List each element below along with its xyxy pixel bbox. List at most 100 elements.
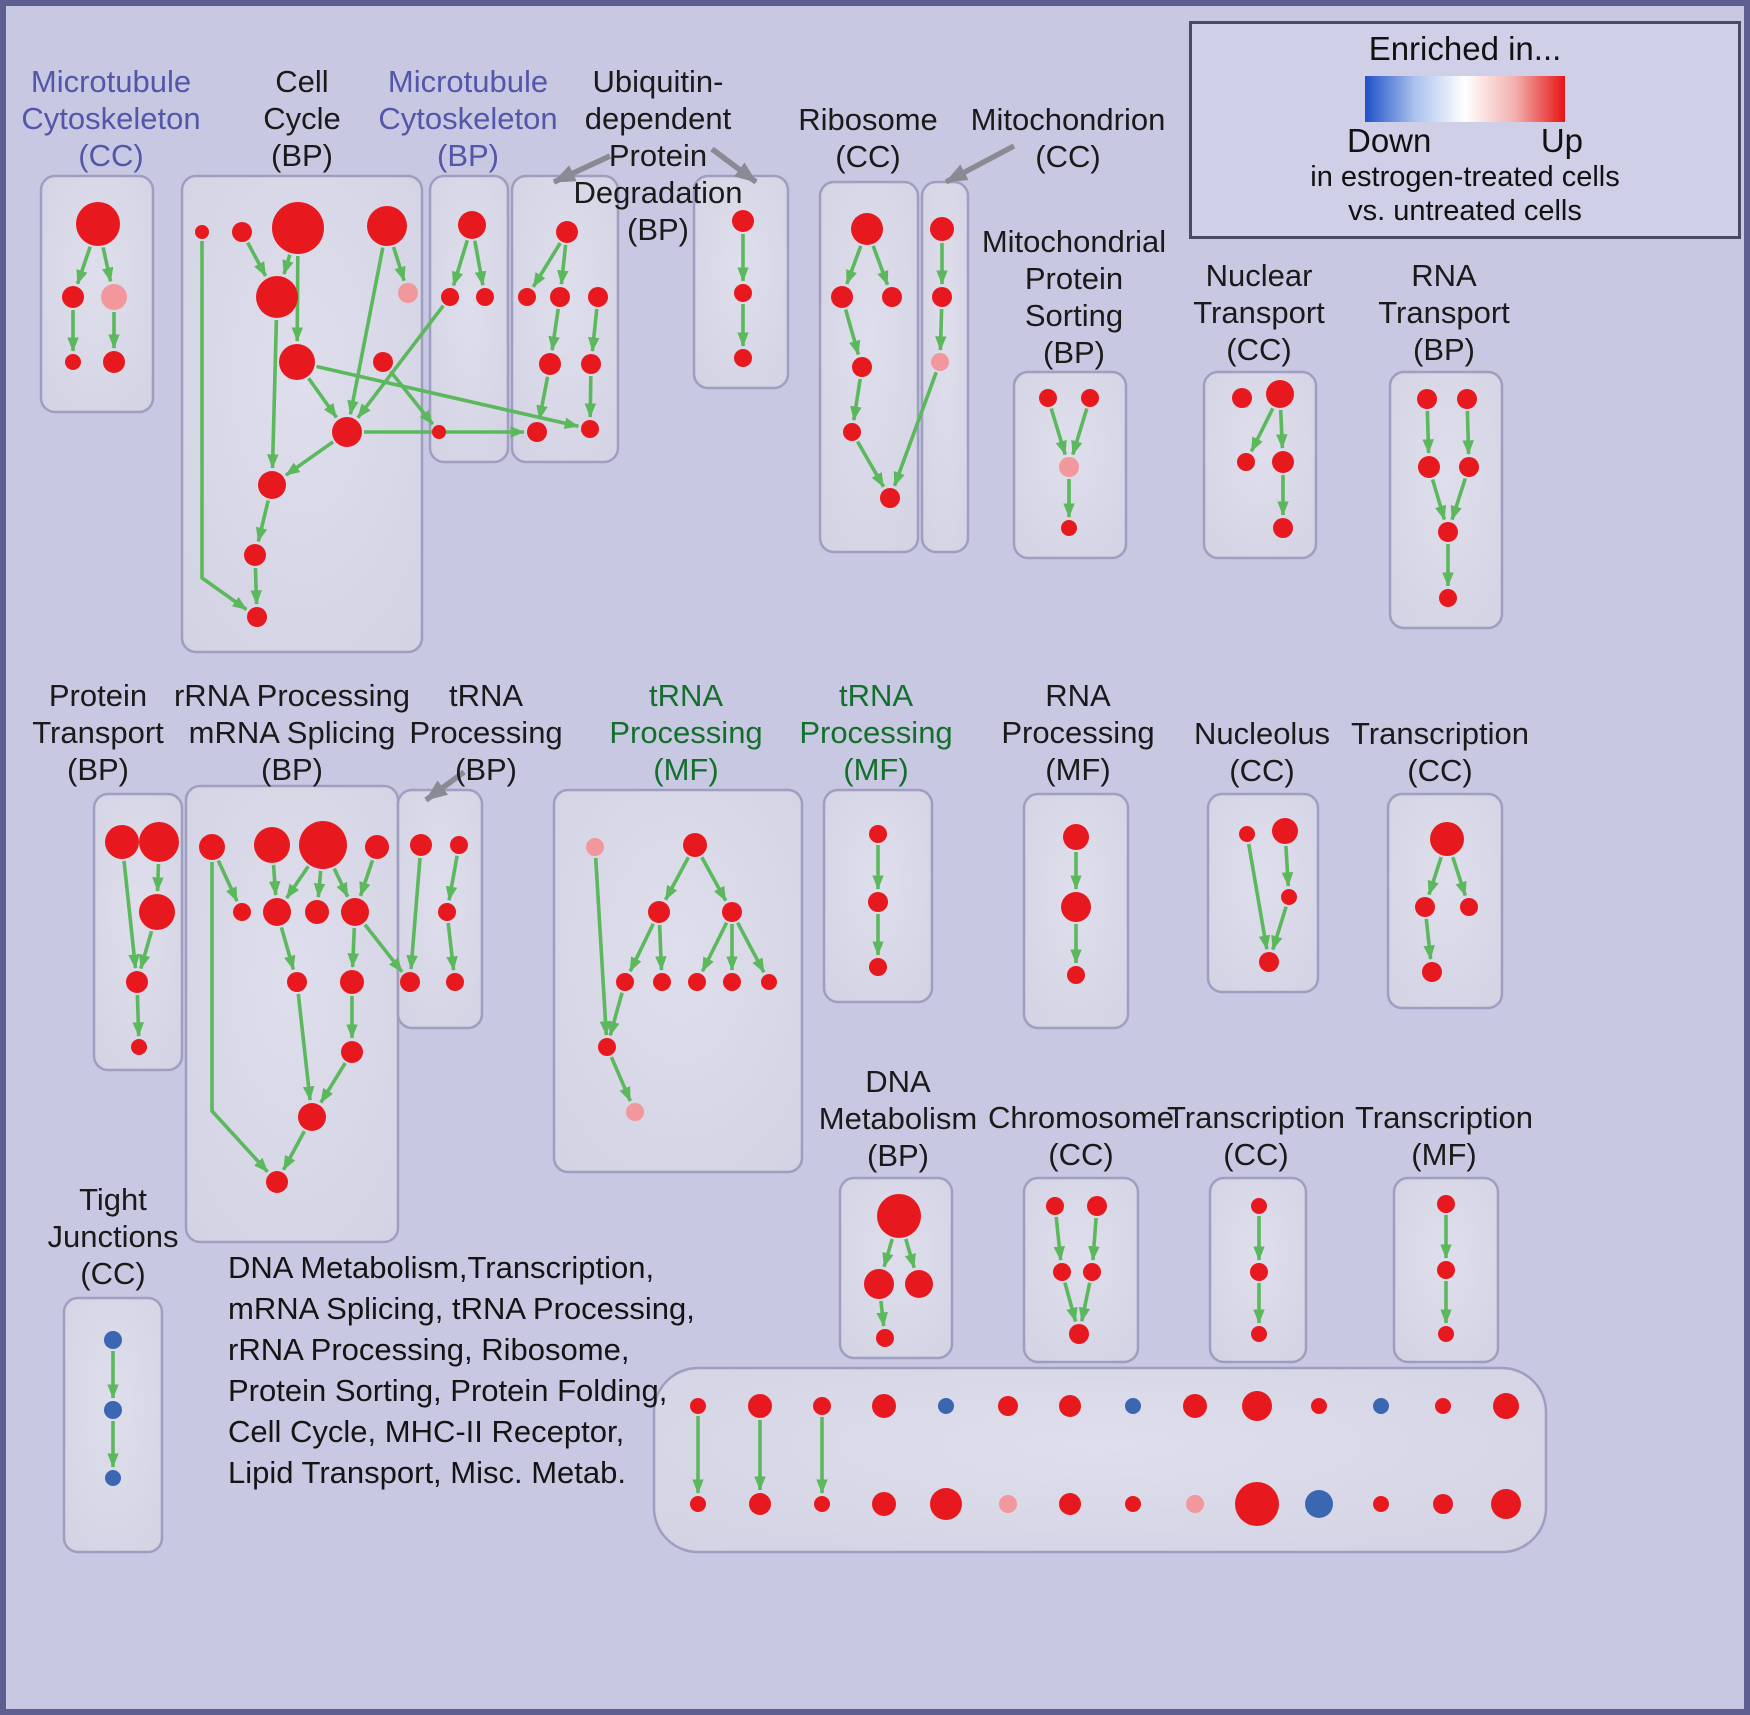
node-f2: [831, 286, 853, 308]
node-b10: [258, 471, 286, 499]
node-o2: [868, 892, 888, 912]
node-a1: [76, 202, 120, 246]
edge-g2-g3: [935, 308, 947, 351]
cluster-nuclear-transport-cc: [1202, 370, 1318, 560]
legend-ends-row: Down Up: [1347, 122, 1583, 160]
edge-l1-l13: [210, 862, 269, 1173]
node-o3: [869, 958, 887, 976]
node-l2: [254, 827, 290, 863]
node-o1: [869, 825, 887, 843]
node-l12: [298, 1103, 326, 1131]
node-x2b: [749, 1493, 771, 1515]
edge-l9-l12: [296, 993, 315, 1101]
node-u2: [1250, 1263, 1268, 1281]
node-s3: [905, 1270, 933, 1298]
node-m4: [400, 972, 420, 992]
node-s2: [864, 1269, 894, 1299]
node-d6: [581, 354, 601, 374]
edge-c2-b9: [356, 304, 445, 419]
node-k4: [126, 971, 148, 993]
node-d7: [527, 422, 547, 442]
node-l6: [263, 898, 291, 926]
cluster-ubiquitin-degradation-bp-1: [510, 174, 620, 464]
edge-r2-r4: [1423, 918, 1435, 960]
node-n6: [653, 973, 671, 991]
node-x7b: [1059, 1493, 1081, 1515]
network-diagram: [39, 143, 1548, 1554]
node-x12b: [1373, 1496, 1389, 1512]
node-h4: [1061, 520, 1077, 536]
node-f5: [843, 423, 861, 441]
node-r4: [1422, 962, 1442, 982]
edge-m3-m5: [446, 922, 458, 971]
node-j4: [1459, 457, 1479, 477]
node-t2: [1087, 1196, 1107, 1216]
node-x5b: [930, 1488, 962, 1520]
edge-m1-m4: [406, 857, 422, 970]
node-n4: [722, 902, 742, 922]
node-b7: [279, 344, 315, 380]
node-p2: [1061, 892, 1091, 922]
node-t4: [1083, 1263, 1101, 1281]
node-b12: [247, 607, 267, 627]
edges-layer: [67, 234, 1474, 1494]
edge-f5-f6: [855, 440, 886, 488]
edge-l4-l8: [358, 859, 375, 897]
edge-n1-n10: [593, 857, 612, 1036]
node-r2: [1415, 897, 1435, 917]
node-k3: [139, 894, 175, 930]
edge-t3-t5: [1063, 1282, 1078, 1323]
edge-i2-i3: [1249, 407, 1275, 453]
node-n1: [586, 838, 604, 856]
node-j6: [1439, 589, 1457, 607]
edge-b8-c4: [389, 370, 435, 426]
node-d8: [581, 420, 599, 438]
edge-b7-b9: [307, 377, 338, 419]
node-x5t: [938, 1398, 954, 1414]
nodes-layer: [62, 202, 1521, 1526]
edge-r1-r2: [1427, 856, 1443, 896]
edge-n3-n6: [655, 924, 667, 971]
node-u1: [1251, 1198, 1267, 1214]
edge-l1-l5: [216, 859, 239, 902]
node-a2: [62, 286, 84, 308]
edge-b4-b9: [347, 247, 385, 416]
edge-b7-d8: [316, 364, 580, 429]
edge-i2-i4: [1276, 409, 1288, 449]
node-m2: [450, 836, 468, 854]
node-l10: [340, 970, 364, 994]
node-n7: [688, 973, 706, 991]
node-b2: [232, 222, 252, 242]
edge-n5-n10: [608, 992, 624, 1037]
edge-q1-q4: [1246, 843, 1271, 950]
edge-l3-l7: [313, 870, 326, 898]
node-l11: [341, 1041, 363, 1063]
node-n3: [648, 901, 670, 923]
node-l13: [266, 1171, 288, 1193]
annotation-arrows-layer: [424, 143, 1016, 803]
label-pointer-arrow-4: [424, 769, 466, 803]
edge-h2-h3: [1071, 407, 1089, 456]
node-x10b: [1235, 1482, 1279, 1526]
node-w1: [104, 1331, 122, 1349]
node-i5: [1273, 518, 1293, 538]
edge-l11-l12: [319, 1062, 347, 1104]
node-x4t: [872, 1394, 896, 1418]
node-u3: [1251, 1326, 1267, 1342]
node-i1: [1232, 388, 1252, 408]
node-e1: [732, 210, 754, 232]
cluster-transcription-cc-1: [1386, 792, 1504, 1010]
edge-n2-n3: [664, 856, 690, 901]
node-d4: [588, 287, 608, 307]
node-x1b: [690, 1496, 706, 1512]
node-b9: [332, 417, 362, 447]
node-k1: [105, 825, 139, 859]
node-q3: [1281, 889, 1297, 905]
edge-k3-k4: [139, 930, 154, 970]
node-x9b: [1186, 1495, 1204, 1513]
edge-r1-r3: [1451, 856, 1468, 897]
node-l7: [305, 900, 329, 924]
edge-j1-j3: [1422, 410, 1434, 454]
node-x13b: [1433, 1494, 1453, 1514]
node-g3: [931, 353, 949, 371]
